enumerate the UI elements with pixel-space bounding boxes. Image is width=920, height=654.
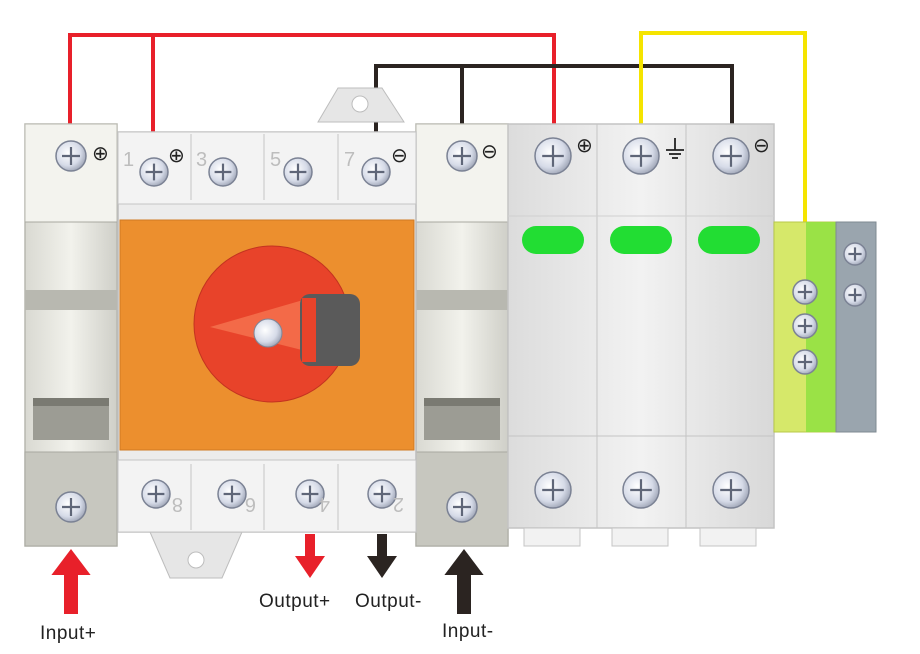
plus-symbol-spd-1: ⊕ bbox=[576, 133, 593, 157]
screw-switch-7 bbox=[361, 157, 391, 187]
arrow-output-negative bbox=[367, 534, 397, 578]
screw-switch-3 bbox=[208, 157, 238, 187]
screw-switch-4 bbox=[295, 479, 325, 509]
minus-symbol-breaker-right: ⊖ bbox=[481, 139, 498, 163]
polarity-symbols: ⊕ ⊕ ⊖ ⊖ ⊕ ⊖ bbox=[92, 133, 770, 167]
screw-spd-2-bottom bbox=[622, 471, 660, 509]
indicator-1 bbox=[522, 226, 584, 254]
terminal-numbers: 1 3 5 7 8 6 4 2 bbox=[123, 149, 404, 515]
screw-switch-8 bbox=[141, 479, 171, 509]
wire-positive bbox=[68, 33, 556, 138]
wire-ground bbox=[639, 31, 807, 226]
isolator-switch bbox=[117, 87, 417, 579]
screw-spd-1-bottom bbox=[534, 471, 572, 509]
input-negative-breaker bbox=[415, 123, 509, 547]
screw-breaker-left-top bbox=[55, 140, 87, 172]
screw-terminal-1 bbox=[843, 242, 867, 266]
wire-arrows bbox=[51, 534, 484, 614]
screw-ground-3 bbox=[792, 349, 818, 375]
label-output-positive: Output+ bbox=[259, 591, 331, 612]
indicator-2 bbox=[610, 226, 672, 254]
indicator-3 bbox=[698, 226, 760, 254]
label-input-negative: Input- bbox=[442, 621, 494, 642]
screw-switch-5 bbox=[283, 157, 313, 187]
spd-modules bbox=[507, 123, 775, 547]
label-input-positive: Input+ bbox=[40, 623, 97, 644]
switch-number-top: 5 bbox=[270, 149, 281, 171]
terminal-screws bbox=[55, 137, 867, 523]
switch-number-top: 3 bbox=[196, 149, 207, 171]
screw-ground-2 bbox=[792, 313, 818, 339]
switch-number-bottom: 8 bbox=[172, 493, 183, 515]
ground-terminal-block bbox=[773, 221, 837, 433]
switch-number-bottom: 4 bbox=[319, 493, 330, 515]
screw-switch-1 bbox=[139, 157, 169, 187]
arrow-input-negative bbox=[444, 549, 484, 614]
screw-ground-1 bbox=[792, 279, 818, 305]
switch-number-bottom: 6 bbox=[245, 493, 256, 515]
screw-switch-6 bbox=[217, 479, 247, 509]
switch-number-top: 1 bbox=[123, 149, 134, 171]
screw-breaker-left-bottom bbox=[55, 491, 87, 523]
ground-symbol bbox=[666, 138, 684, 159]
screw-switch-2 bbox=[367, 479, 397, 509]
label-output-negative: Output- bbox=[355, 591, 422, 612]
plus-symbol-switch-1: ⊕ bbox=[168, 143, 185, 167]
screw-spd-3-top bbox=[712, 137, 750, 175]
switch-number-top: 7 bbox=[344, 149, 355, 171]
screw-spd-1-top bbox=[534, 137, 572, 175]
minus-symbol-switch-7: ⊖ bbox=[391, 143, 408, 167]
screw-spd-2-top bbox=[622, 137, 660, 175]
arrow-output-positive bbox=[295, 534, 325, 578]
screw-breaker-right-top bbox=[446, 140, 478, 172]
input-positive-breaker bbox=[24, 123, 118, 547]
plus-symbol-breaker-left: ⊕ bbox=[92, 141, 109, 165]
switch-number-bottom: 2 bbox=[393, 493, 404, 515]
screw-terminal-2 bbox=[843, 283, 867, 307]
screw-breaker-right-bottom bbox=[446, 491, 478, 523]
screw-spd-3-bottom bbox=[712, 471, 750, 509]
minus-symbol-spd-3: ⊖ bbox=[753, 133, 770, 157]
arrow-input-positive bbox=[51, 549, 91, 614]
